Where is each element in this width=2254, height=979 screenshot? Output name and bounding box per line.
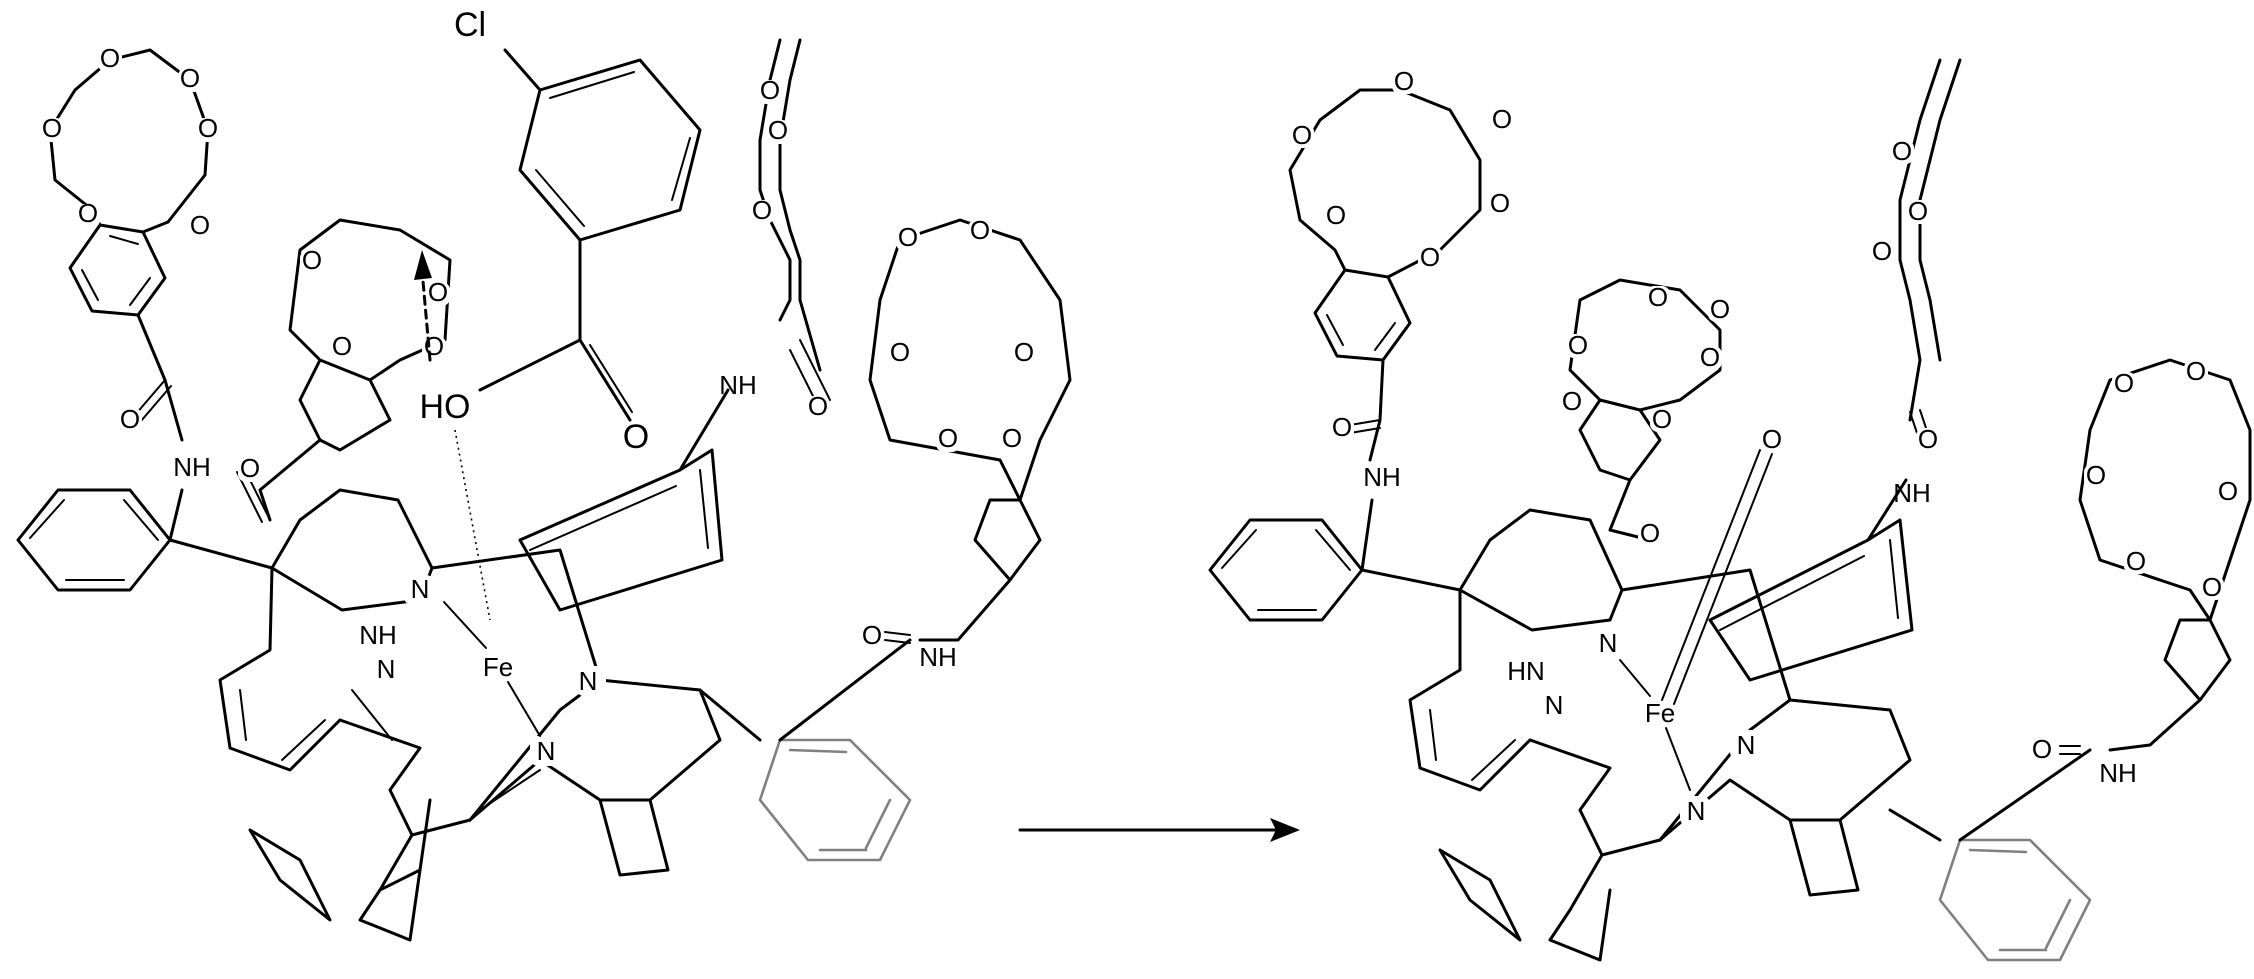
product-porphyrin-complex: O O O O O O O NH [1208,58,2252,962]
ether-oxygen-label: O [752,195,772,225]
ether-oxygen-label: O [424,331,444,361]
crown-ether-top-left-product: O O O O O O O NH [1288,66,1514,492]
amide-oxygen-label: O [808,391,828,421]
ether-oxygen-label: O [2126,546,2146,576]
crown-ether-top-center-product: O O O O [1870,58,1962,454]
ether-oxygen-label: O [1394,66,1414,96]
ether-oxygen-label: O [1014,337,1034,367]
oxo-oxygen-label: O [1762,424,1782,454]
ether-oxygen-label: O [100,43,120,73]
crown-ether-middle: O O O O O HO [236,218,491,621]
amide-oxygen-label: O [1332,412,1352,442]
ether-oxygen-label: O [180,63,200,93]
ether-oxygen-label: O [768,115,788,145]
iron-atom-label: Fe [483,652,513,682]
ether-oxygen-label: O [428,277,448,307]
grey-phenyl-ring: NH O [698,578,1012,862]
ether-oxygen-label: O [2202,572,2222,602]
ether-oxygen-label: O [1568,330,1588,360]
pyrrole-n-label: N [1687,796,1706,826]
amide-oxygen-label: O [2032,734,2052,764]
reaction-arrow [1018,818,1300,842]
ether-oxygen-label: O [2114,368,2134,398]
iron-atom-label: Fe [1645,698,1675,728]
crown-ether-right-product: O O O O O O [2078,356,2252,702]
arrow-head-icon [1270,818,1300,842]
ether-oxygen-label: O [2186,356,2206,386]
pyrrole-n-label: N [537,736,556,766]
ether-oxygen-label: O [1562,386,1582,416]
upper-right-phenyl-ring: NH [518,370,757,612]
reactant-porphyrin-complex: O O O O O O O NH [16,6,1072,942]
hydroxyl-label: HO [420,388,471,426]
pyrrole-n-label: N [1599,628,1618,658]
ether-oxygen-label: O [1892,136,1912,166]
reaction-arrowhead [414,250,432,280]
amide-oxygen-label: O [862,620,882,650]
ether-oxygen-label: O [760,75,780,105]
amide-oxygen-label: O [120,404,140,434]
crown-ether-top-center: O O O O [750,38,831,421]
ether-oxygen-label: O [2086,460,2106,490]
ether-oxygen-label: O [2218,476,2238,506]
ether-oxygen-label: O [42,113,62,143]
pyrrole-n-label: N [1545,690,1564,720]
ether-oxygen-label: O [1710,294,1730,324]
amide-nh-label: NH [1893,478,1931,508]
pyrrole-n-label: N [411,574,430,604]
ether-oxygen-label: O [332,331,352,361]
ether-oxygen-label: O [898,222,918,252]
pyrrole-n-label: N [579,666,598,696]
pyrrole-n-label: N [1737,730,1756,760]
amide-nh-label: NH [1363,462,1401,492]
ether-oxygen-label: O [1652,404,1672,434]
ether-oxygen-label: O [1908,196,1928,226]
ether-oxygen-label: O [1872,236,1892,266]
ether-oxygen-label: O [190,210,210,240]
ether-oxygen-label: O [1700,342,1720,372]
crown-ether-right: O O O O O O [868,215,1072,582]
ether-oxygen-label: O [890,337,910,367]
grey-phenyl-ring-product: NH O [1888,698,2202,962]
amide-nh-label: NH [919,642,957,672]
porphyrin-core: N NH N N N Fe [218,488,722,942]
pyrrole-nh-label: NH [359,620,397,650]
ether-oxygen-label: O [938,423,958,453]
ether-oxygen-label: O [1490,188,1510,218]
amide-nh-label: NH [719,370,757,400]
ether-oxygen-label: O [1492,104,1512,134]
ether-oxygen-label: O [1420,242,1440,272]
ether-oxygen-label: O [78,198,98,228]
ether-oxygen-label: O [198,113,218,143]
carbonyl-oxygen-label: O [240,453,260,483]
amide-nh-label: NH [173,452,211,482]
crown-ether-middle-product: O O O O O O O [1560,278,1732,548]
ether-oxygen-label: O [302,245,322,275]
porphyrin-core-product: N HN N N N Fe O [1408,424,1912,962]
ether-oxygen-label: O [1648,282,1668,312]
crown-ether-top-left: O O O O O O O NH [40,43,220,482]
amide-oxygen-label: O [1918,424,1938,454]
meta-chlorobenzoic-peracid: Cl O [454,6,702,456]
amide-nh-label: NH [2099,758,2137,788]
upper-right-phenyl-ring-product: NH [1708,478,1931,682]
pyrrole-n-label: N [377,654,396,684]
chlorine-label: Cl [454,6,486,44]
ether-oxygen-label: O [1640,518,1660,548]
ether-oxygen-label: O [1002,423,1022,453]
ether-oxygen-label: O [970,215,990,245]
peracid-oxygen-label: O [623,418,649,456]
pyrrole-hn-label: HN [1507,656,1545,686]
left-phenyl-ring [16,488,274,592]
left-phenyl-ring-product [1208,498,1462,622]
ether-oxygen-label: O [1326,200,1346,230]
ether-oxygen-label: O [1292,120,1312,150]
